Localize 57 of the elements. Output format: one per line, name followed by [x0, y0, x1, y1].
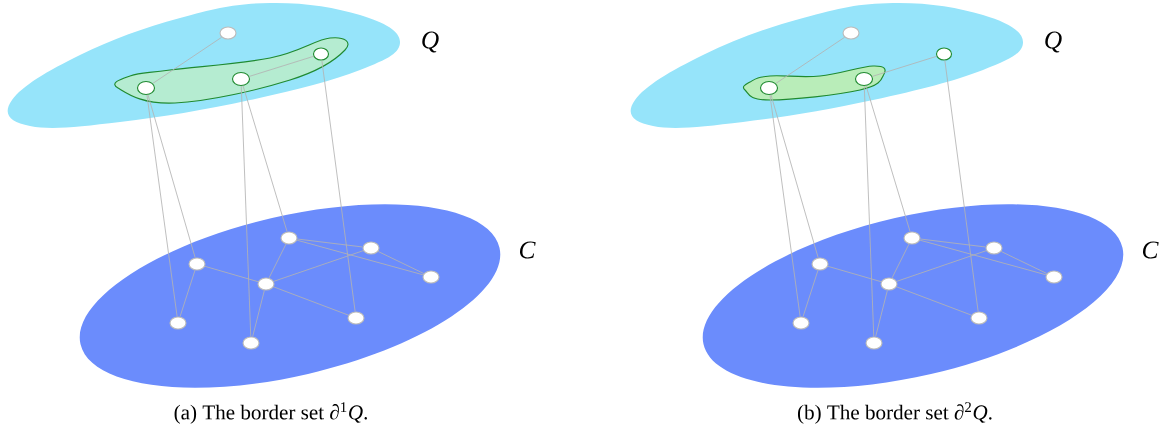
- edge-line: [775, 36, 845, 84]
- edge-line: [872, 55, 937, 77]
- edge-line: [152, 36, 222, 84]
- edge-line: [891, 243, 910, 279]
- edge-line: [802, 269, 819, 318]
- edge-line: [297, 238, 363, 248]
- edge-line: [769, 94, 801, 317]
- edge-line: [377, 251, 425, 274]
- edge-line: [896, 250, 987, 282]
- vertex-circle: [935, 47, 953, 61]
- edge-line: [875, 290, 888, 337]
- vertex-circle: [903, 231, 921, 245]
- edge-line: [920, 238, 986, 248]
- vertex-circle: [257, 277, 275, 291]
- vertex-circle: [811, 257, 829, 271]
- vertex-circle: [188, 257, 206, 271]
- vertex-circle: [842, 26, 860, 40]
- edge-line: [863, 85, 875, 337]
- edge-line: [249, 55, 314, 77]
- edge-line: [240, 85, 252, 337]
- edge-line: [273, 286, 349, 316]
- edge-line: [252, 290, 265, 337]
- edge-line: [1000, 251, 1048, 274]
- edge-line: [321, 60, 356, 312]
- vertex-circle: [880, 277, 898, 291]
- edge-line: [268, 243, 287, 279]
- vertex-circle: [970, 311, 988, 325]
- vertex-circle: [242, 336, 260, 350]
- vertex-circle: [280, 231, 298, 245]
- edge-line: [146, 94, 178, 317]
- vertex-circle: [219, 26, 237, 40]
- vertex-circle: [362, 241, 380, 255]
- node-label: Q: [1045, 31, 1062, 53]
- edge-line: [770, 94, 819, 259]
- vertex-circle: [865, 336, 883, 350]
- edge-line: [827, 265, 882, 283]
- edge-line: [204, 265, 259, 283]
- edge-line: [147, 94, 196, 259]
- edge-line: [296, 239, 424, 276]
- node-label: Q: [422, 31, 439, 53]
- vertex-circle: [422, 270, 440, 284]
- edge-line: [919, 239, 1047, 276]
- node-label: C: [1142, 241, 1159, 259]
- caption: (a) The border set ∂$^{1}$Q.: [174, 402, 367, 424]
- edge-line: [865, 85, 911, 233]
- edge-line: [944, 60, 979, 312]
- edge-line: [179, 269, 196, 318]
- caption: (b) The border set ∂$^{2}$Q.: [797, 402, 992, 424]
- vertex-circle: [169, 316, 187, 330]
- subset-blob: [114, 37, 349, 104]
- node-label: C: [519, 241, 536, 259]
- vertex-circle: [792, 316, 810, 330]
- edge-line: [273, 250, 364, 282]
- vertex-circle: [312, 47, 330, 61]
- vertex-circle: [347, 311, 365, 325]
- edge-line: [242, 85, 288, 233]
- edge-line: [896, 286, 972, 316]
